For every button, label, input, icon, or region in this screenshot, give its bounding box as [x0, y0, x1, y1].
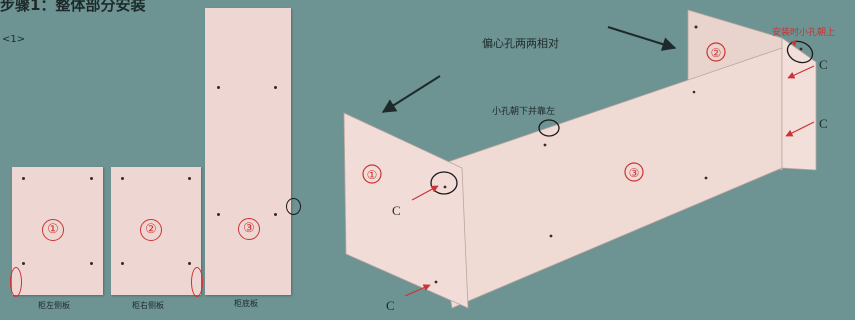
hole: [188, 262, 191, 265]
assembly-panel-2-front: [781, 37, 817, 171]
hole: [121, 177, 124, 180]
bottom-panel-label: 柜底板: [234, 299, 258, 308]
install-note: 安装时小孔朝上: [772, 28, 836, 38]
hole: [274, 213, 277, 216]
left-side-panel: ①: [10, 167, 103, 297]
sub-step-label: <1>: [2, 34, 26, 45]
assembly-number-2: ②: [711, 46, 722, 60]
eccentric-hole-note: 偏心孔两两相对: [482, 37, 559, 50]
assembly-panel-3: [429, 47, 783, 309]
hole: [90, 262, 93, 265]
hole-marker-circle: [286, 198, 301, 215]
right-side-panel-label: 柜右侧板: [132, 301, 164, 310]
hole: [90, 177, 93, 180]
hole: [22, 262, 25, 265]
assembly-number-3: ③: [629, 166, 640, 180]
assembly-panel-1: [343, 112, 469, 309]
hole: [22, 177, 25, 180]
hole: [217, 86, 220, 89]
hole: [274, 86, 277, 89]
hole: [188, 177, 191, 180]
connector-label-c: C: [819, 116, 828, 131]
panel-number: ③: [238, 218, 260, 240]
panel-number: ②: [140, 219, 162, 241]
connector-label-c: C: [386, 298, 395, 313]
connector-label-c: C: [819, 57, 828, 72]
assembly-number-1: ①: [367, 168, 378, 182]
connector-label-c: C: [392, 203, 401, 218]
panel-number: ①: [42, 219, 64, 241]
small-hole-note: 小孔朝下并靠左: [492, 107, 556, 117]
left-side-panel-label: 柜左侧板: [38, 301, 70, 310]
hole: [121, 262, 124, 265]
hole-marker-circle: [10, 267, 22, 297]
hole-marker-circle: [191, 267, 203, 297]
step-heading: 步骤1：整体部分安装: [0, 0, 146, 14]
bottom-panel: ③: [205, 8, 291, 295]
hole: [217, 213, 220, 216]
right-side-panel: ②: [111, 167, 203, 297]
